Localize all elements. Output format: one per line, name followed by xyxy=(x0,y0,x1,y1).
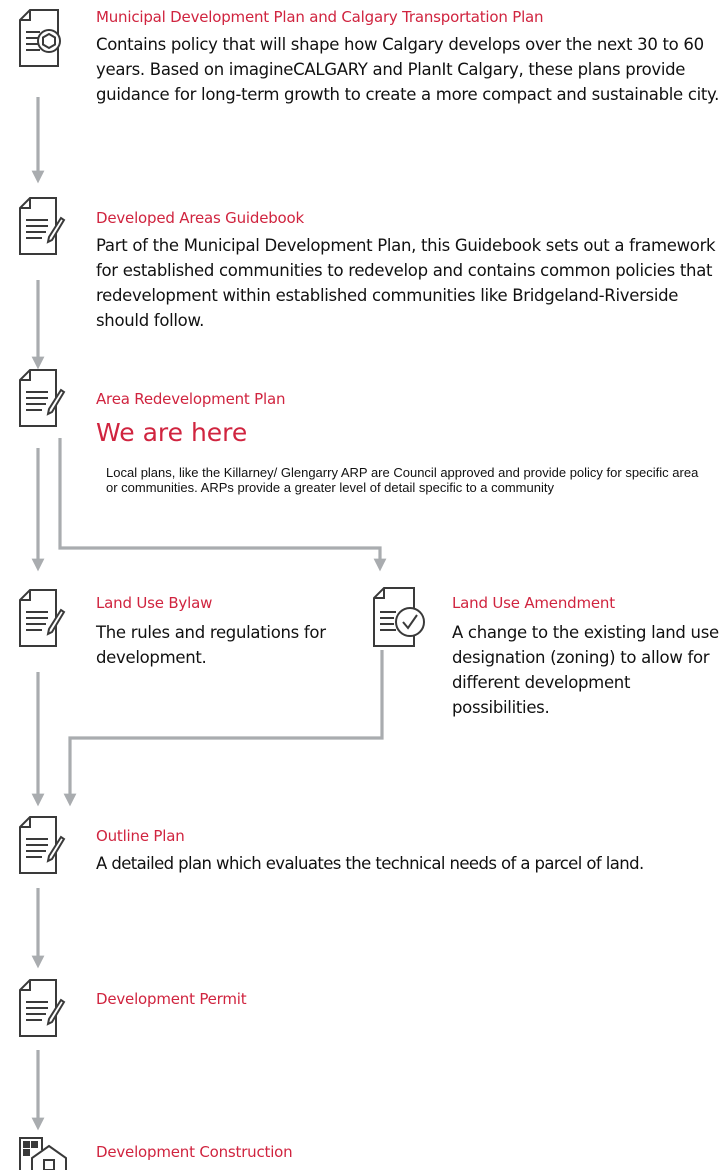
step-title-outline: Outline Plan xyxy=(96,827,185,845)
step-title-construction: Development Construction xyxy=(96,1143,293,1161)
building-icon xyxy=(19,1137,67,1170)
step-body-mdp: Contains policy that will shape how Calg… xyxy=(96,35,720,104)
step-body-bylaw: The rules and regulations for developmen… xyxy=(96,623,326,667)
step-title-mdp: Municipal Development Plan and Calgary T… xyxy=(96,8,544,26)
arrow-amendment-to-outline xyxy=(63,650,384,807)
we-are-here-marker: We are here xyxy=(96,418,248,447)
document-pen-icon xyxy=(19,197,66,255)
step-body-outline: A detailed plan which evaluates the tech… xyxy=(96,854,644,873)
document-check-icon xyxy=(373,587,425,647)
step-title-arp: Area Redevelopment Plan xyxy=(96,390,286,408)
document-gear-icon xyxy=(19,9,61,67)
step-body-amendment: A change to the existing land use design… xyxy=(452,623,719,717)
step-note-arp: Local plans, like the Killarney/ Glengar… xyxy=(106,465,699,495)
step-body-guidebook: Part of the Municipal Development Plan, … xyxy=(96,236,716,330)
step-title-permit: Development Permit xyxy=(96,990,247,1008)
step-title-guidebook: Developed Areas Guidebook xyxy=(96,209,304,227)
step-title-bylaw: Land Use Bylaw xyxy=(96,594,213,612)
step-title-amendment: Land Use Amendment xyxy=(452,594,615,612)
arrow-arp-to-amendment xyxy=(58,438,387,572)
document-pen-icon xyxy=(19,369,66,427)
document-pen-icon xyxy=(19,589,66,647)
document-pen-icon xyxy=(19,816,66,874)
document-pen-icon xyxy=(19,979,66,1037)
